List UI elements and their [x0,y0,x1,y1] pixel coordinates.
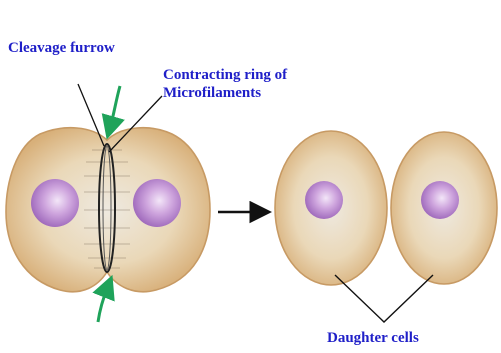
contracting-ring-label-line2: Microfilaments [163,84,287,102]
furrow-arrow-top [110,86,120,128]
furrow-arrow-bottom [98,286,108,322]
cleavage-furrow-label: Cleavage furrow [8,40,115,57]
nucleus-right [133,179,181,227]
daughter-nucleus-right [421,181,459,219]
daughter-nucleus-left [305,181,343,219]
daughter-leader-lines [335,275,433,322]
nucleus-left [31,179,79,227]
daughter-cells-label: Daughter cells [327,330,419,347]
contracting-ring-label: Contracting ring of Microfilaments [163,66,287,102]
contracting-ring-label-line1: Contracting ring of [163,66,287,84]
